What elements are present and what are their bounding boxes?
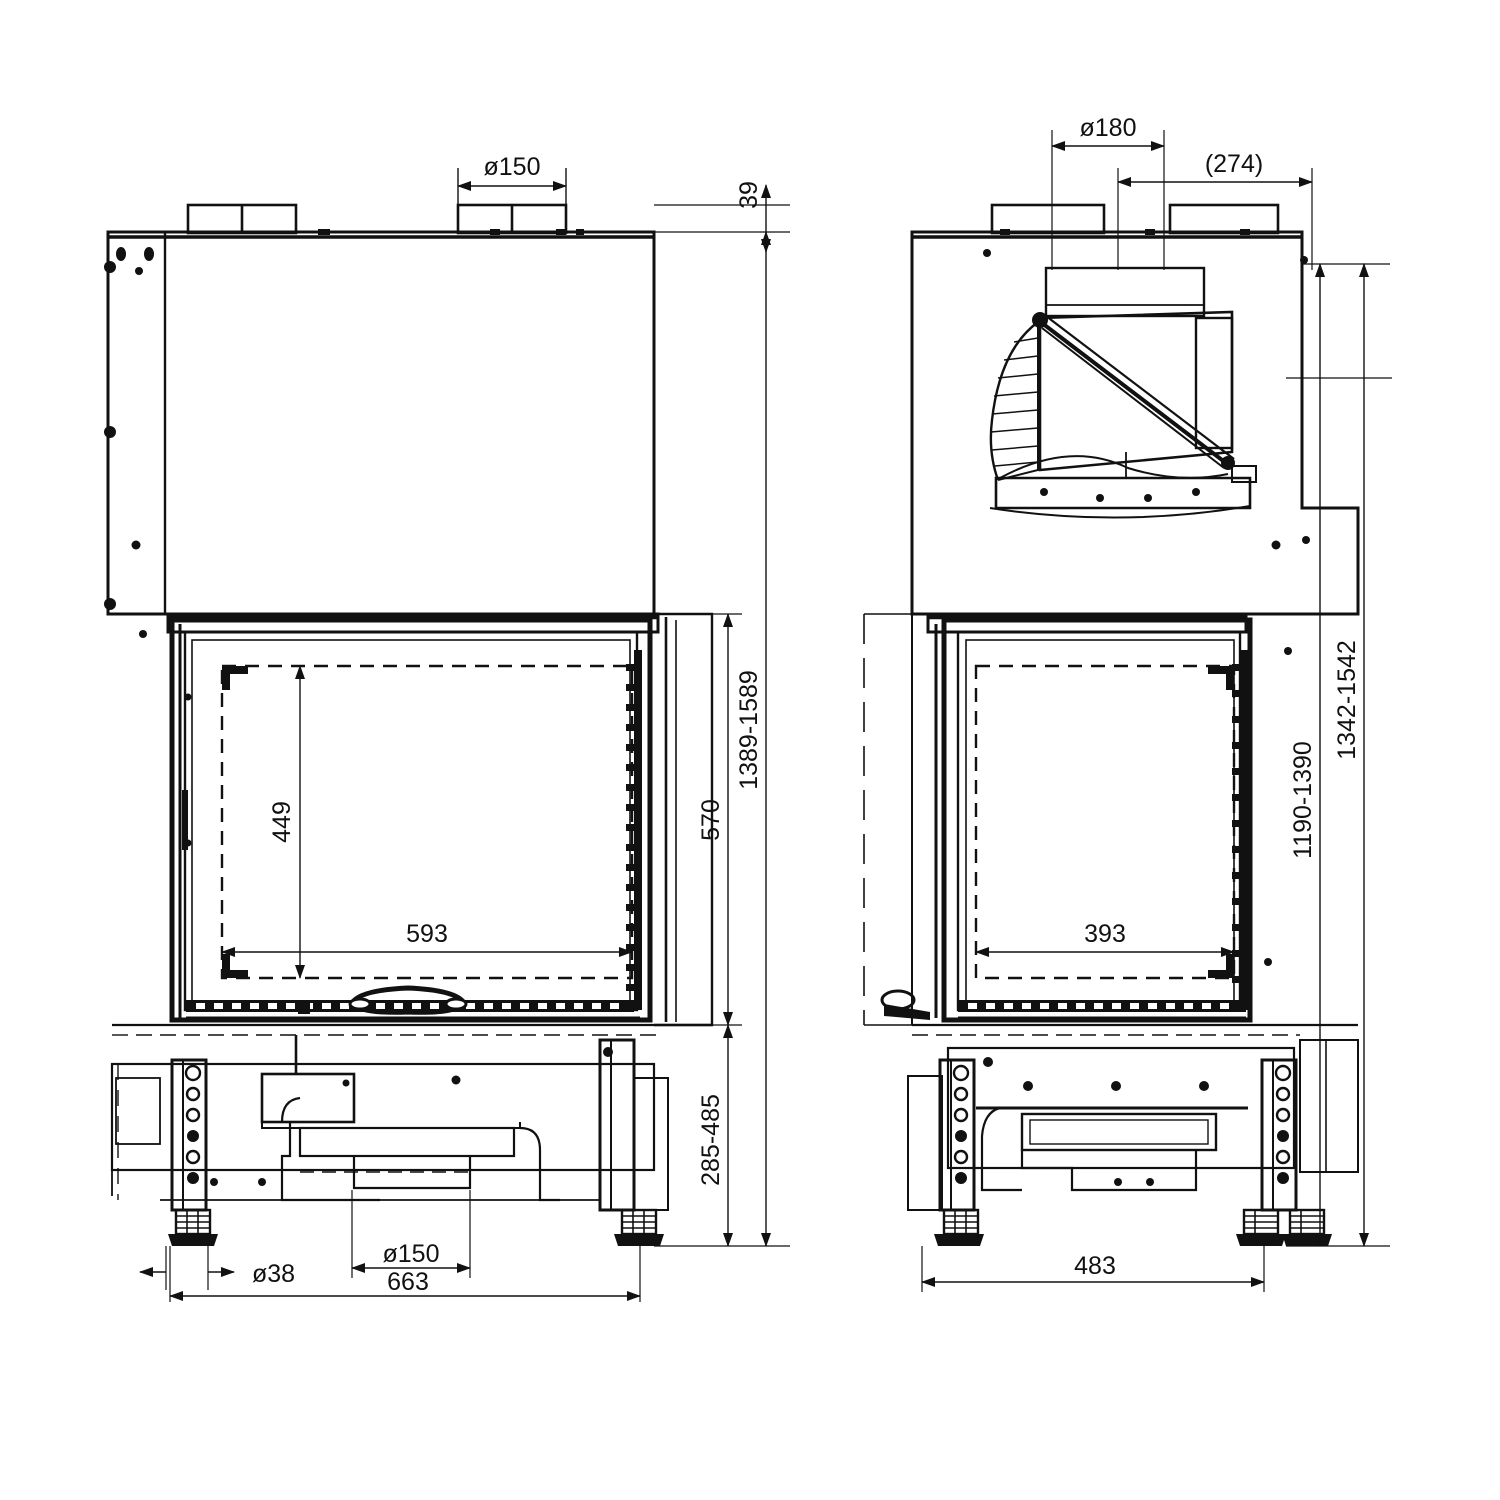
dim-side-total-depth: 483 (1074, 1252, 1116, 1280)
side-base-frame (907, 1023, 1359, 1246)
side-leg-left (907, 1058, 984, 1246)
side-dimensions: ø180 (274) 393 1190-1390 1342-1542 483 (921, 114, 1392, 1292)
dim-side-total-height: 1342-1542 (1333, 640, 1361, 760)
side-open-door-mechanism (989, 266, 1257, 519)
front-leg-right (598, 1038, 669, 1246)
dim-side-height-to-top: 1190-1390 (1289, 741, 1317, 859)
front-dimensions: ø150 39 570 1389-1589 285-485 449 593 (139, 153, 790, 1302)
dim-front-total-width: 663 (387, 1268, 429, 1296)
dim-side-flue: ø180 (1080, 114, 1137, 142)
front-mounting-holes (104, 247, 154, 638)
front-bottom-grate (186, 985, 634, 1015)
front-flue-collars (186, 203, 584, 235)
dim-front-total-height: 1389-1589 (735, 670, 763, 790)
side-view-group: ø180 (274) 393 1190-1390 1342-1542 483 (863, 114, 1392, 1292)
dim-front-base-height: 285-485 (697, 1094, 725, 1186)
front-leg-left (168, 1058, 218, 1246)
dim-side-glass-width: 393 (1084, 920, 1126, 948)
dim-side-bracket-depth: (274) (1205, 150, 1263, 178)
side-flue-collars (990, 203, 1280, 235)
front-base-frame (110, 1023, 712, 1246)
dim-front-leg-dia: ø38 (252, 1260, 295, 1288)
dim-front-glass-height: 449 (268, 801, 296, 843)
side-firebox (863, 612, 1292, 1026)
dim-front-top-offset: 39 (735, 181, 763, 209)
dim-front-opening-height: 570 (697, 799, 725, 841)
dim-front-glass-width: 593 (406, 920, 448, 948)
front-view-group: ø150 39 570 1389-1589 285-485 449 593 (104, 153, 790, 1302)
dim-front-flue: ø150 (484, 153, 541, 181)
dim-front-air-inlet: ø150 (383, 1240, 440, 1268)
